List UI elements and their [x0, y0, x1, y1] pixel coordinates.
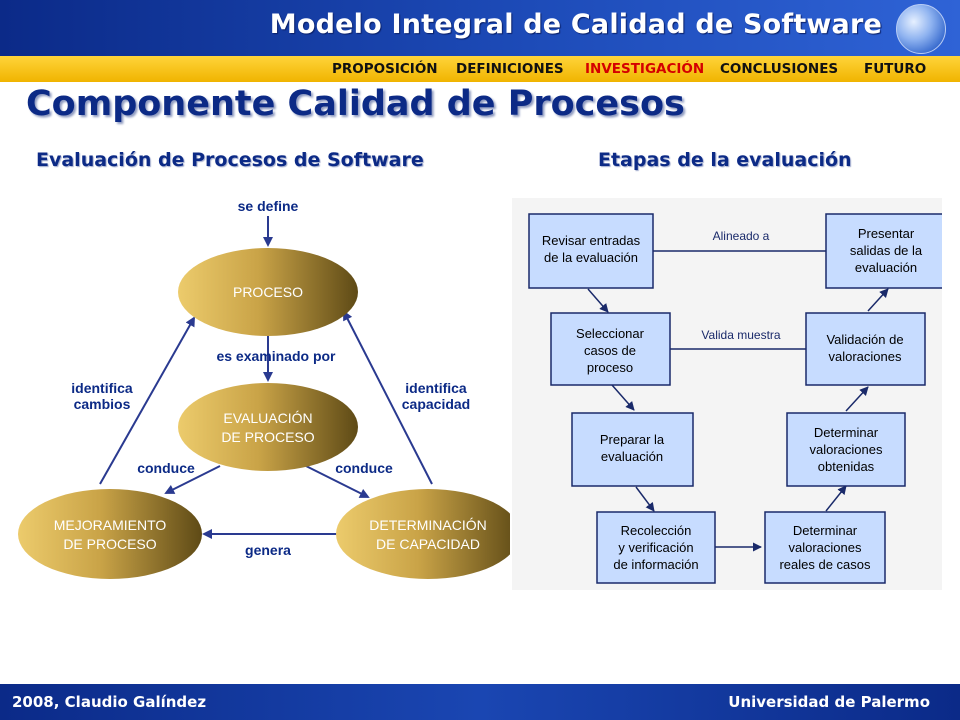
- box-seleccionar-line-1: Seleccionar: [576, 326, 645, 341]
- box-seleccionar: [550, 312, 671, 386]
- nav-item-futuro[interactable]: FUTURO: [864, 61, 927, 77]
- box-seleccionar-line-3: proceso: [587, 360, 633, 375]
- node-determinacion-label-1: DETERMINACIÓN: [369, 517, 486, 533]
- node-proceso: [178, 248, 358, 336]
- box-validacion-line-1: Validación de: [826, 332, 903, 347]
- flow-arrow-5: [825, 485, 847, 512]
- right-section-title: Etapas de la evaluación: [598, 149, 852, 171]
- footer-institution: Universidad de Palermo: [728, 693, 930, 711]
- box-recoleccion-line-3: de información: [613, 557, 698, 572]
- edge-label-genera: genera: [245, 542, 291, 558]
- flow-arrow-6: [845, 386, 869, 412]
- box-preparar-line-1: Preparar la: [600, 432, 665, 447]
- nav-item-definiciones[interactable]: DEFINICIONES: [456, 61, 564, 77]
- arrow-identifica-cambios: [99, 316, 195, 485]
- node-mejoramiento-label-1: MEJORAMIENTO: [54, 517, 167, 533]
- box-presentar-line-1: Presentar: [858, 226, 915, 241]
- box-revisar: [528, 213, 654, 289]
- node-mejoramiento: [18, 489, 202, 579]
- edge-label-es-examinado: es examinado por: [216, 348, 336, 364]
- edge-label-identifica-capacidad-2: capacidad: [402, 396, 470, 412]
- nav-item-conclusiones[interactable]: CONCLUSIONES: [720, 61, 839, 77]
- box-recoleccion-line-1: Recolección: [621, 523, 692, 538]
- node-mejoramiento-label-2: DE PROCESO: [63, 536, 156, 552]
- edge-label-identifica-cambios-1: identifica: [71, 380, 133, 396]
- app-title: Modelo Integral de Calidad de Software: [269, 9, 882, 40]
- box-reales: [764, 511, 886, 584]
- box-obtenidas-line-1: Determinar: [814, 425, 879, 440]
- page-title: Componente Calidad de Procesos: [26, 84, 685, 124]
- globe-logo-icon: [896, 4, 946, 54]
- node-evaluacion-label-2: DE PROCESO: [221, 429, 314, 445]
- box-reales-line-3: reales de casos: [779, 557, 871, 572]
- footer-author: 2008, Claudio Galíndez: [12, 693, 207, 711]
- edge-label-conduce-left: conduce: [137, 460, 195, 476]
- box-obtenidas-line-2: valoraciones: [810, 442, 883, 457]
- box-recoleccion-line-2: y verificación: [618, 540, 693, 555]
- box-revisar-line-2: de la evaluación: [544, 250, 638, 265]
- arrow-conduce-right: [305, 465, 370, 498]
- box-presentar-line-2: salidas de la: [850, 243, 923, 258]
- node-evaluacion-label-1: EVALUACIÓN: [223, 410, 312, 426]
- process-evaluation-diagram: PROCESO EVALUACIÓN DE PROCESO MEJORAMIEN…: [18, 198, 510, 579]
- box-presentar: [825, 213, 942, 289]
- box-preparar: [571, 412, 694, 487]
- link-label-alineado: Alineado a: [713, 229, 770, 243]
- footer-bar: 2008, Claudio Galíndez Universidad de Pa…: [0, 684, 960, 720]
- box-preparar-line-2: evaluación: [601, 449, 663, 464]
- box-presentar-line-3: evaluación: [855, 260, 917, 275]
- box-obtenidas-line-3: obtenidas: [818, 459, 875, 474]
- node-determinacion-label-2: DE CAPACIDAD: [376, 536, 480, 552]
- top-navigation: PROPOSICIÓN DEFINICIONES INVESTIGACIÓN C…: [0, 56, 960, 82]
- box-reales-line-1: Determinar: [793, 523, 858, 538]
- nav-item-investigacion[interactable]: INVESTIGACIÓN: [585, 61, 705, 77]
- flow-arrow-3: [635, 486, 655, 512]
- edge-label-identifica-cambios-2: cambios: [74, 396, 131, 412]
- edge-label-se-define: se define: [238, 198, 299, 214]
- nav-item-proposicion[interactable]: PROPOSICIÓN: [332, 61, 438, 77]
- edge-label-conduce-right: conduce: [335, 460, 393, 476]
- node-proceso-label: PROCESO: [233, 284, 303, 300]
- edge-label-identifica-capacidad-1: identifica: [405, 380, 467, 396]
- left-section-title: Evaluación de Procesos de Software: [36, 149, 424, 171]
- box-validacion: [805, 312, 926, 386]
- box-revisar-line-1: Revisar entradas: [542, 233, 641, 248]
- box-validacion-line-2: valoraciones: [829, 349, 902, 364]
- header-bar: Modelo Integral de Calidad de Software: [0, 0, 960, 56]
- arrow-conduce-left: [164, 465, 221, 494]
- box-recoleccion: [596, 511, 716, 584]
- box-obtenidas: [786, 412, 906, 487]
- arrow-identifica-capacidad: [343, 310, 433, 485]
- node-evaluacion: [178, 383, 358, 471]
- box-seleccionar-line-2: casos de: [584, 343, 636, 358]
- flow-arrow-2: [611, 384, 635, 411]
- evaluation-stages-flowchart: Alineado a Valida muestra Revisar entrad…: [528, 213, 942, 584]
- node-determinacion: [336, 489, 510, 579]
- box-reales-line-2: valoraciones: [789, 540, 862, 555]
- flow-arrow-7: [867, 288, 889, 312]
- flow-arrow-1: [587, 288, 609, 313]
- link-label-valida: Valida muestra: [701, 328, 780, 342]
